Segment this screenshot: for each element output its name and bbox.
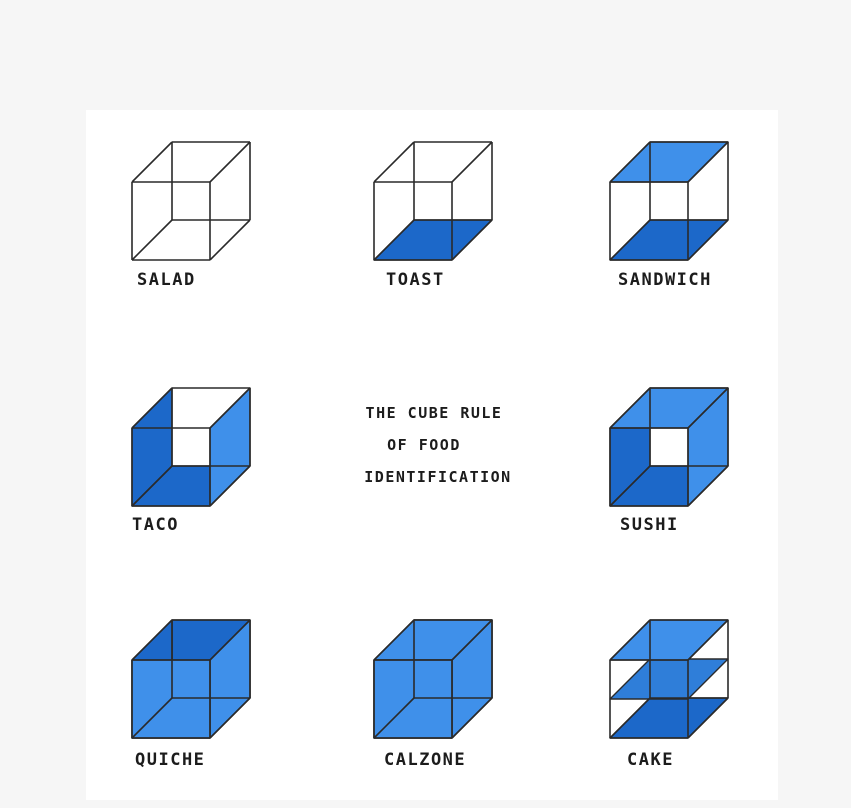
food-label-toast: TOAST — [386, 270, 445, 290]
food-label-calzone: CALZONE — [384, 750, 466, 770]
title-line-3: IDENTIFICATION — [364, 468, 511, 486]
title-line-1: THE CUBE RULE — [366, 404, 503, 422]
food-label-sandwich: SANDWICH — [618, 270, 712, 290]
food-label-sushi: SUSHI — [620, 515, 679, 535]
food-label-taco: TACO — [132, 515, 179, 535]
food-label-cake: CAKE — [627, 750, 674, 770]
food-label-salad: SALAD — [137, 270, 196, 290]
food-label-quiche: QUICHE — [135, 750, 205, 770]
title-line-2: OF FOOD — [387, 436, 461, 454]
